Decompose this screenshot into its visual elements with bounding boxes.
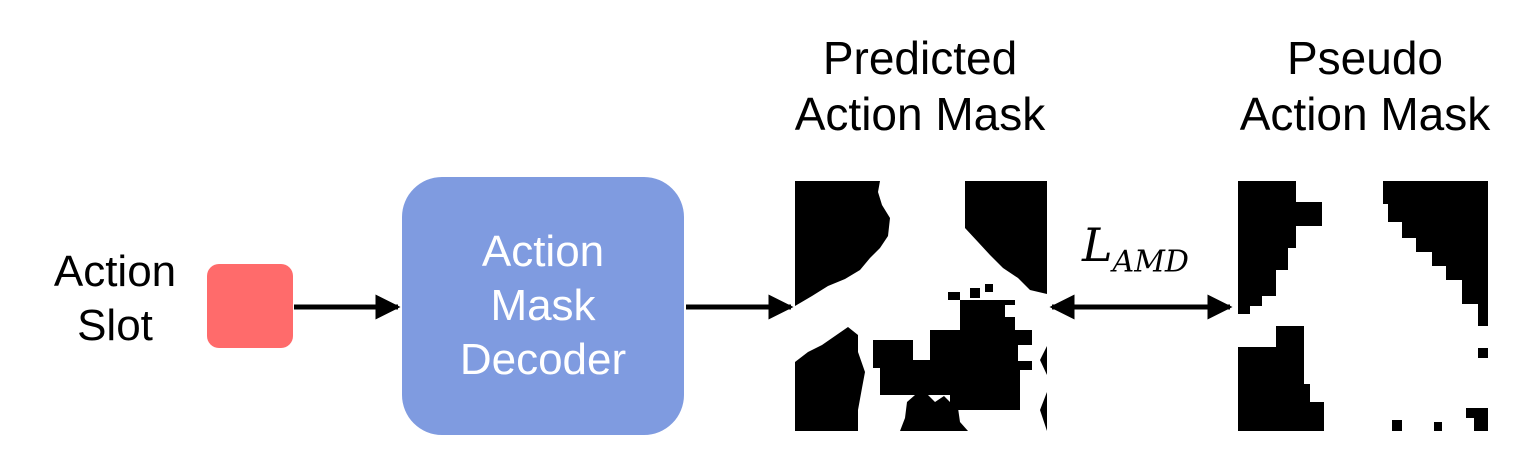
- action-slot-label-line1: Action: [53, 247, 177, 296]
- action-slot-square: [207, 264, 293, 348]
- action-slot-label: Action Slot: [20, 245, 210, 352]
- pseudo-mask-title-line2: Action Mask: [1239, 88, 1491, 141]
- decoder-label-line1: Action: [481, 227, 605, 277]
- predicted-mask-title-line1: Predicted: [822, 32, 1018, 84]
- decoder-label-line2: Mask: [490, 281, 596, 331]
- predicted-mask-title-line2: Action Mask: [794, 88, 1046, 141]
- predicted-mask-title: Predicted Action Mask: [770, 30, 1070, 142]
- decoder-label-line3: Decoder: [459, 334, 627, 384]
- pseudo-mask-title: Pseudo Action Mask: [1215, 30, 1515, 142]
- loss-symbol: L: [1082, 218, 1113, 272]
- loss-subscript: AMD: [1112, 244, 1189, 280]
- loss-label: LAMD: [1082, 218, 1189, 280]
- action-mask-decoder-block: Action Mask Decoder: [402, 177, 684, 435]
- action-slot-label-line2: Slot: [77, 300, 153, 350]
- pseudo-mask-title-line1: Pseudo: [1286, 32, 1443, 84]
- predicted-mask-image: [795, 181, 1047, 431]
- decoder-label: Action Mask Decoder: [460, 225, 626, 386]
- pseudo-mask-image: [1238, 181, 1488, 431]
